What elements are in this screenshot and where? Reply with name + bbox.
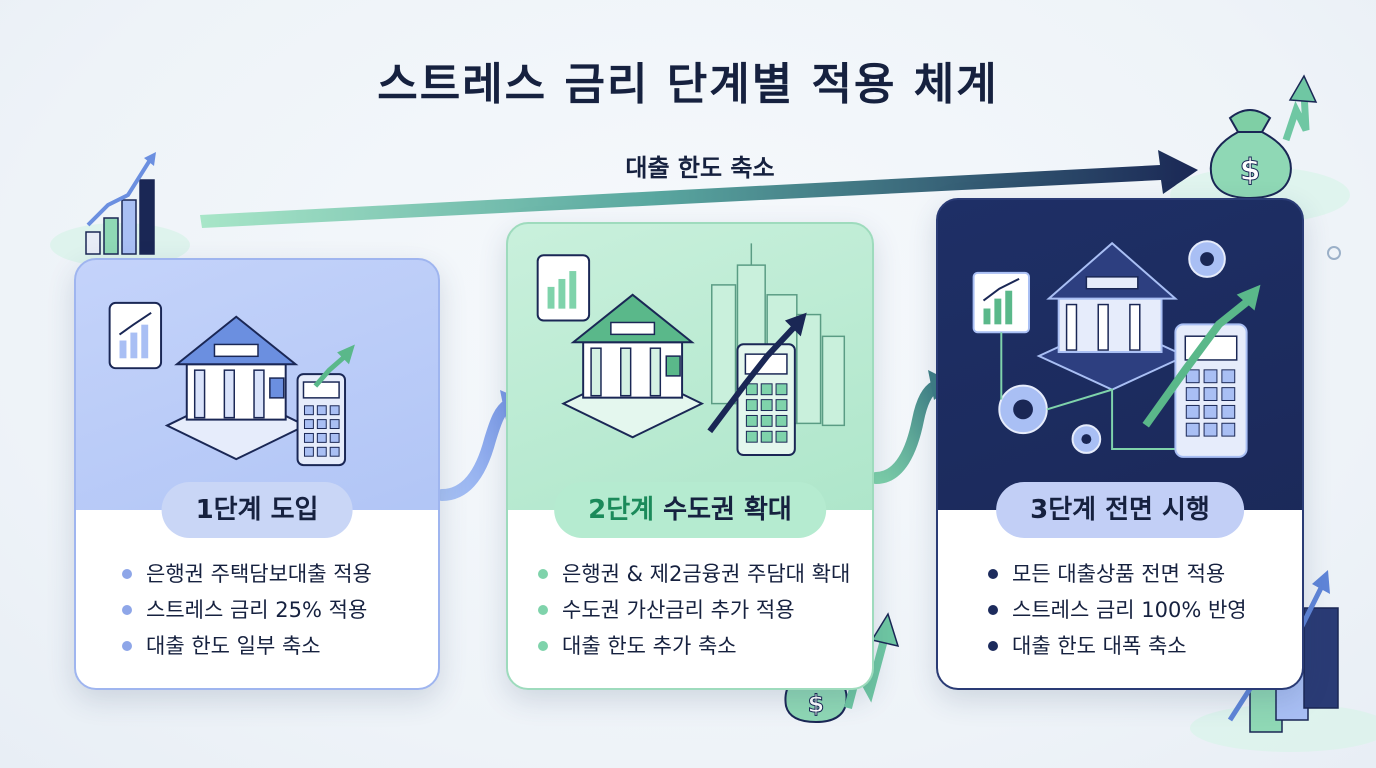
svg-text:$: $: [808, 690, 825, 718]
bullet-dot: [988, 641, 998, 651]
city-bank-illustration: [536, 243, 846, 457]
stage-2-label: 2단계 수도권 확대: [554, 482, 826, 538]
list-item: 은행권 & 제2금융권 주담대 확대: [538, 556, 850, 592]
chart-bubble-icon: [108, 301, 163, 370]
bullet-dot: [538, 605, 548, 615]
list-item: 수도권 가산금리 추가 적용: [538, 592, 850, 628]
progress-arrow: [200, 150, 1198, 228]
progress-arrow-label: 대출 한도 축소: [625, 154, 775, 182]
list-item: 대출 한도 대폭 축소: [988, 628, 1247, 664]
chart-screen-icon: [972, 271, 1030, 334]
calculator-icon: [707, 312, 807, 457]
page-title: 스트레스 금리 단계별 적용 체계: [377, 59, 999, 110]
bullet-dot: [538, 641, 548, 651]
stage-3-card: 3단계 전면 시행 모든 대출상품 전면 적용 스트레스 금리 100% 반영 …: [936, 198, 1304, 690]
bar-chart-icon: [1190, 570, 1376, 752]
gear-icon: [998, 384, 1048, 435]
bullet-dot: [538, 569, 548, 579]
calculator-icon: [296, 344, 355, 467]
stage-2-card: 2단계 수도권 확대 은행권 & 제2금융권 주담대 확대 수도권 가산금리 추…: [506, 222, 874, 690]
stage-1-card: 1단계 도입 은행권 주택담보대출 적용 스트레스 금리 25% 적용 대출 한…: [74, 258, 440, 690]
stage-3-details: 3단계 전면 시행 모든 대출상품 전면 적용 스트레스 금리 100% 반영 …: [938, 482, 1302, 688]
money-bag-icon: $: [1170, 74, 1350, 223]
decor-circle: [1327, 246, 1341, 260]
gear-icon: [1071, 424, 1102, 454]
svg-text:$: $: [1240, 153, 1261, 188]
stage-2-details: 2단계 수도권 확대 은행권 & 제2금융권 주담대 확대 수도권 가산금리 추…: [508, 482, 872, 688]
full-system-illustration: [972, 240, 1261, 458]
gear-icon: [1188, 240, 1226, 278]
list-item: 스트레스 금리 25% 적용: [122, 592, 372, 628]
bank-illustration: [108, 301, 355, 467]
chart-bubble-icon: [536, 254, 591, 322]
list-item: 은행권 주택담보대출 적용: [122, 556, 372, 592]
list-item: 대출 한도 일부 축소: [122, 628, 372, 664]
stage-3-label: 3단계 전면 시행: [996, 482, 1244, 538]
bank-icon: [164, 315, 308, 461]
connector-line: [1046, 388, 1176, 450]
stage-1-details: 1단계 도입 은행권 주택담보대출 적용 스트레스 금리 25% 적용 대출 한…: [76, 482, 438, 688]
bank-icon: [1036, 241, 1188, 391]
list-item: 스트레스 금리 100% 반영: [988, 592, 1247, 628]
stage-2-bullets: 은행권 & 제2금융권 주담대 확대 수도권 가산금리 추가 적용 대출 한도 …: [538, 556, 850, 664]
list-item: 모든 대출상품 전면 적용: [988, 556, 1247, 592]
stage-1-label: 1단계 도입: [161, 482, 353, 538]
bullet-dot: [988, 569, 998, 579]
stage-1-bullets: 은행권 주택담보대출 적용 스트레스 금리 25% 적용 대출 한도 일부 축소: [122, 556, 372, 664]
bullet-dot: [122, 569, 132, 579]
list-item: 대출 한도 추가 축소: [538, 628, 850, 664]
growth-chart-icon: [50, 152, 190, 267]
bank-icon: [561, 293, 705, 439]
stage-3-bullets: 모든 대출상품 전면 적용 스트레스 금리 100% 반영 대출 한도 대폭 축…: [988, 556, 1247, 664]
bullet-dot: [122, 605, 132, 615]
bullet-dot: [988, 605, 998, 615]
bullet-dot: [122, 641, 132, 651]
calculator-icon: [1142, 284, 1261, 458]
